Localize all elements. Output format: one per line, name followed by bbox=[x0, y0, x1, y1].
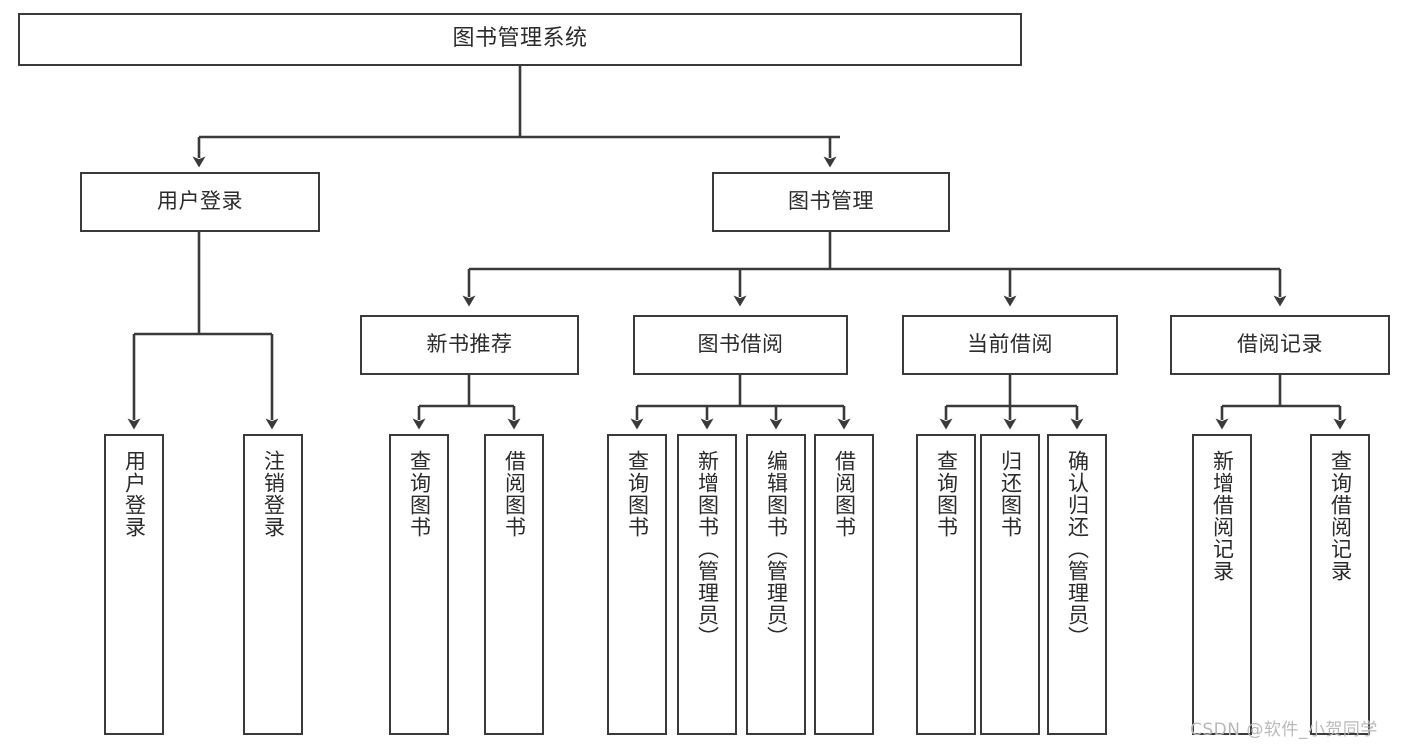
leaf-label: 归还图书 bbox=[998, 450, 1023, 538]
node-root-system[interactable]: 图书管理系统 bbox=[18, 13, 1022, 66]
node-leaf-edit-book[interactable]: 编辑图书（管理员） bbox=[746, 434, 806, 735]
leaf-label: 查询借阅记录 bbox=[1328, 450, 1353, 582]
leaf-label: 查询图书 bbox=[407, 450, 432, 538]
leaf-label: 新增借阅记录 bbox=[1210, 450, 1235, 582]
leaf-label: 用户登录 bbox=[122, 450, 147, 538]
leaf-label: 查询图书 bbox=[625, 450, 650, 538]
node-leaf-add-borrow-record[interactable]: 新增借阅记录 bbox=[1192, 434, 1252, 735]
node-leaf-query-book-1[interactable]: 查询图书 bbox=[389, 434, 449, 735]
node-leaf-borrow-book-1[interactable]: 借阅图书 bbox=[484, 434, 544, 735]
leaf-label: 编辑图书（管理员） bbox=[764, 450, 789, 648]
node-leaf-user-logout[interactable]: 注销登录 bbox=[243, 434, 303, 735]
node-leaf-query-borrow-record[interactable]: 查询借阅记录 bbox=[1310, 434, 1370, 735]
node-leaf-return-book[interactable]: 归还图书 bbox=[980, 434, 1040, 735]
leaf-label: 借阅图书 bbox=[832, 450, 857, 538]
leaf-label: 注销登录 bbox=[261, 450, 286, 538]
leaf-label: 查询图书 bbox=[934, 450, 959, 538]
node-leaf-user-login[interactable]: 用户登录 bbox=[104, 434, 164, 735]
node-user-login[interactable]: 用户登录 bbox=[80, 172, 320, 232]
csdn-watermark: CSDN @软件_小贺同学 bbox=[1190, 720, 1378, 740]
node-book-borrow[interactable]: 图书借阅 bbox=[633, 315, 848, 375]
node-borrow-record[interactable]: 借阅记录 bbox=[1170, 315, 1390, 375]
leaf-label: 借阅图书 bbox=[502, 450, 527, 538]
node-leaf-borrow-book-2[interactable]: 借阅图书 bbox=[814, 434, 874, 735]
node-leaf-add-book[interactable]: 新增图书（管理员） bbox=[677, 434, 737, 735]
leaf-label: 确认归还（管理员） bbox=[1065, 450, 1090, 648]
node-current-borrow[interactable]: 当前借阅 bbox=[902, 315, 1118, 375]
leaf-label: 新增图书（管理员） bbox=[695, 450, 720, 648]
node-new-book-recommend[interactable]: 新书推荐 bbox=[360, 315, 579, 375]
node-leaf-confirm-return[interactable]: 确认归还（管理员） bbox=[1047, 434, 1107, 735]
node-book-manage[interactable]: 图书管理 bbox=[712, 172, 950, 232]
node-leaf-query-book-2[interactable]: 查询图书 bbox=[607, 434, 667, 735]
node-leaf-query-book-3[interactable]: 查询图书 bbox=[916, 434, 976, 735]
